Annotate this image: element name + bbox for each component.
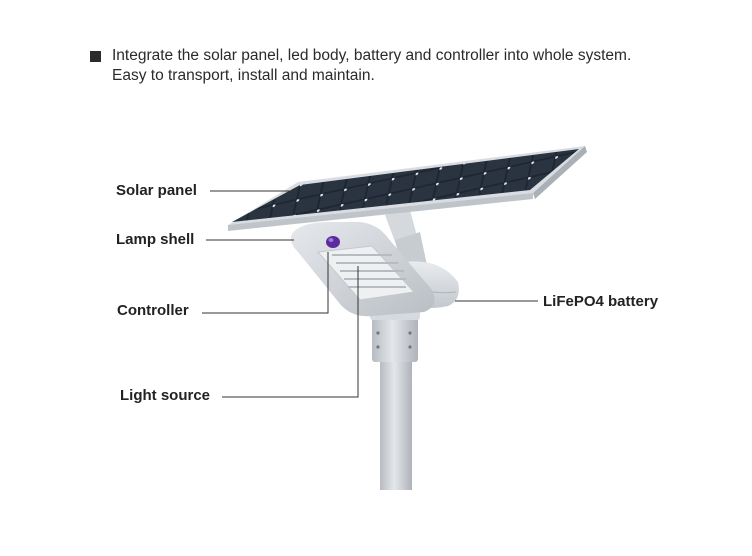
light-sensor-icon — [326, 236, 340, 248]
pole — [370, 310, 420, 490]
lamp-body — [290, 222, 435, 317]
intro-line-2: Easy to transport, install and maintain. — [112, 67, 375, 84]
intro-text: Integrate the solar panel, led body, bat… — [90, 46, 730, 86]
leader-lines — [202, 190, 538, 398]
label-battery: LiFePO4 battery — [543, 293, 659, 310]
bullet-square-icon — [90, 51, 101, 62]
label-lamp-shell: Lamp shell — [116, 231, 195, 248]
solar-panel — [228, 146, 587, 231]
intro-line-1: Integrate the solar panel, led body, bat… — [112, 47, 632, 64]
leader-light-source — [222, 266, 359, 398]
label-light-source: Light source — [120, 387, 211, 404]
label-solar-panel: Solar panel — [116, 182, 197, 199]
leader-controller — [202, 252, 329, 314]
label-controller: Controller — [117, 302, 189, 319]
